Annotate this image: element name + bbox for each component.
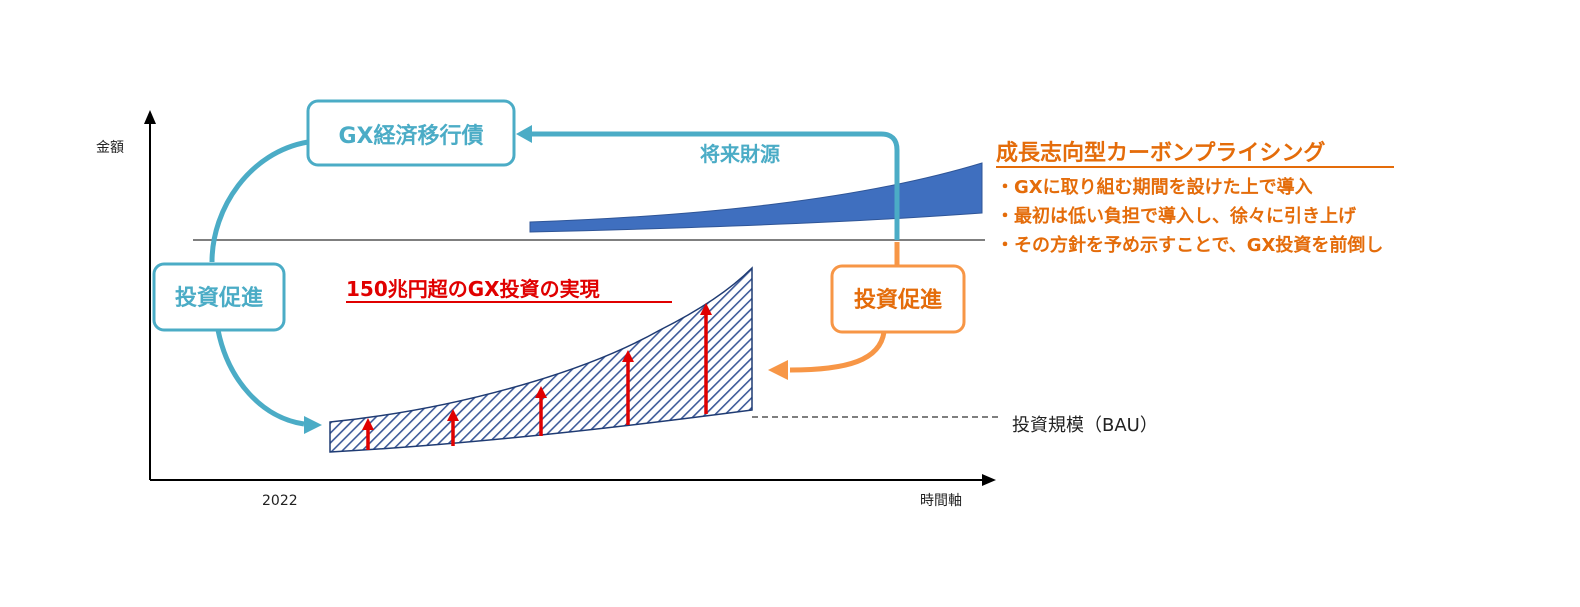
orange-flow-promotion-to-investment [768,331,887,380]
red-arrow-1 [362,418,374,450]
x-axis-tick-2022: 2022 [262,493,298,509]
gx-bond-label: GX経済移行債 [338,123,483,149]
y-axis [144,110,156,480]
carbon-pricing-wedge [529,162,983,233]
future-revenue-label: 将来財源 [700,142,780,166]
teal-flow-promotion-to-investment [215,329,322,434]
bau-label: 投資規模（BAU） [1012,415,1158,436]
carbon-pricing-block: 成長志向型カーボンプライシング ・GXに取り組む期間を設けた上で導入 ・最初は低… [996,140,1394,256]
promote-left-box: 投資促進 [152,262,286,332]
carbon-pricing-title: 成長志向型カーボンプライシング [996,140,1325,166]
y-axis-label: 金額 [96,140,124,156]
carbon-pricing-bullet-2: ・最初は低い負担で導入し、徐々に引き上げ [996,205,1357,227]
red-arrow-3 [535,386,547,436]
x-axis-label: 時間軸 [920,493,962,509]
gx-bond-box: GX経済移行債 [306,99,516,167]
gx-investment-area [329,266,753,453]
promote-left-label: 投資促進 [175,285,263,311]
red-arrow-2 [447,409,459,446]
gx-investment-label: 150兆円超のGX投資の実現 [346,277,600,301]
gx-investment-label-group: 150兆円超のGX投資の実現 [346,277,672,303]
red-arrow-5 [700,303,712,414]
carbon-pricing-bullet-1: ・GXに取り組む期間を設けた上で導入 [996,176,1313,198]
teal-flow-future-revenue [516,125,900,240]
red-arrow-4 [622,350,634,425]
promote-right-label: 投資促進 [854,287,942,313]
x-axis [150,474,996,486]
teal-flow-bond-to-promotion [209,139,309,263]
promote-right-box: 投資促進 [830,264,966,334]
carbon-pricing-bullet-3: ・その方針を予め示すことで、GX投資を前倒し [996,234,1383,256]
